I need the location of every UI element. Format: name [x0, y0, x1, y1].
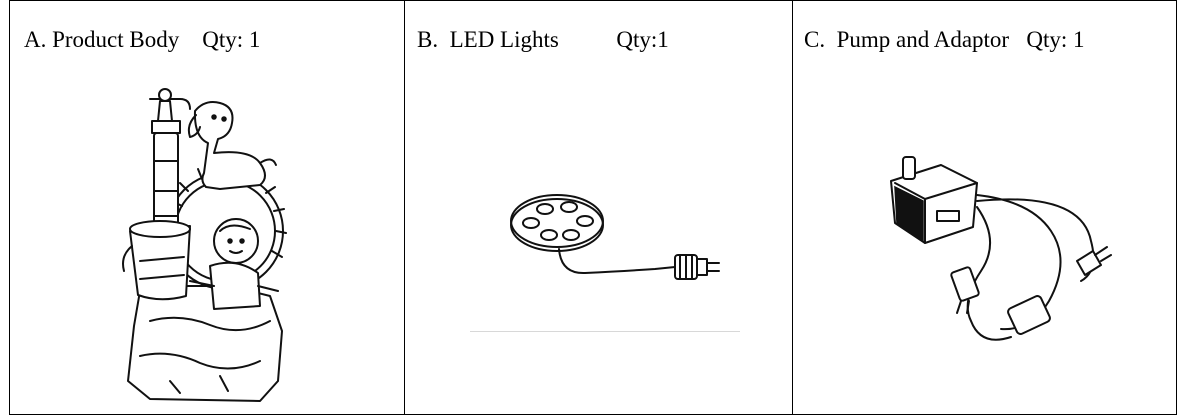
part-label: A. Product Body: [24, 27, 180, 52]
fountain-icon: [110, 81, 300, 406]
part-title: C. Pump and Adaptor Qty: 1: [804, 28, 1084, 51]
part-title: A. Product Body Qty: 1: [24, 28, 260, 51]
part-qty: Qty: 1: [1026, 27, 1085, 52]
part-title: B. LED Lights Qty:1: [417, 28, 669, 51]
part-label: C. Pump and Adaptor: [804, 27, 1010, 52]
part-cell-product-body: A. Product Body Qty: 1: [10, 1, 404, 414]
parts-table: A. Product Body Qty: 1: [9, 0, 1177, 415]
part-label: B. LED Lights: [417, 27, 559, 52]
part-cell-pump-adaptor: C. Pump and Adaptor Qty: 1: [792, 1, 1176, 414]
divider-line: [470, 331, 740, 332]
part-qty: Qty: 1: [202, 27, 261, 52]
part-cell-led-lights: B. LED Lights Qty:1: [404, 1, 792, 414]
part-qty: Qty:1: [616, 27, 669, 52]
led-light-icon: [505, 179, 745, 289]
pump-adaptor-icon: [881, 151, 1121, 361]
